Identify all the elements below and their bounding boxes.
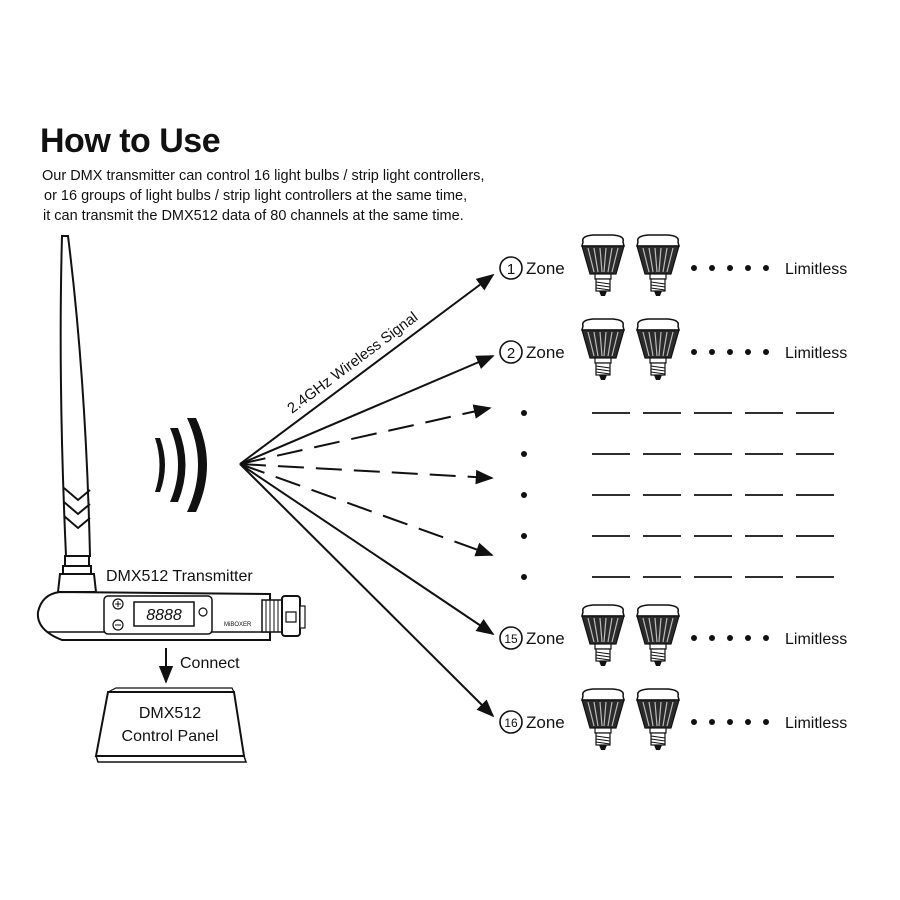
zone-number-badge bbox=[499, 256, 523, 280]
signal-label: 2.4GHz Wireless Signal bbox=[284, 309, 421, 417]
zone-label: Zone bbox=[526, 713, 565, 732]
page-title: How to Use bbox=[40, 122, 221, 160]
zone-row: 15 Zone Limitless bbox=[499, 604, 847, 667]
zone-number: 2 bbox=[507, 345, 515, 362]
zone-row: 2 Zone Limitless bbox=[499, 318, 847, 381]
ellipsis-icon bbox=[691, 265, 769, 271]
ray-zone-16 bbox=[239, 463, 495, 718]
connect-label: Connect bbox=[180, 655, 240, 672]
zone-number: 15 bbox=[504, 632, 518, 646]
description: Our DMX transmitter can control 16 light… bbox=[42, 166, 484, 226]
zone-number: 1 bbox=[507, 261, 515, 278]
placeholder-rows bbox=[521, 410, 842, 580]
segment-display bbox=[133, 601, 195, 627]
zone-label: Zone bbox=[526, 629, 565, 648]
indicator-icon bbox=[198, 607, 208, 617]
light-bulb-icon bbox=[581, 604, 625, 667]
signal-rays bbox=[239, 273, 495, 718]
zone-number: 16 bbox=[504, 716, 518, 730]
zone-label: Zone bbox=[526, 343, 565, 362]
transmitter-brand: MiBOXER bbox=[224, 622, 252, 628]
control-panel bbox=[94, 687, 248, 763]
light-bulb-icon bbox=[636, 688, 680, 751]
zone-number-badge bbox=[499, 710, 523, 734]
description-line: or 16 groups of light bulbs / strip ligh… bbox=[44, 188, 468, 204]
zone-suffix: Limitless bbox=[785, 715, 847, 732]
ellipsis-icon bbox=[691, 635, 769, 641]
description-line: it can transmit the DMX512 data of 80 ch… bbox=[43, 208, 464, 224]
zone-suffix: Limitless bbox=[785, 261, 847, 278]
ray-zone-1 bbox=[239, 273, 495, 465]
zone-number-badge bbox=[499, 626, 523, 650]
wireless-waves-icon bbox=[155, 418, 207, 512]
ray-dashed-2 bbox=[239, 463, 494, 485]
dmx-transmitter: 8888 MiBOXER bbox=[36, 590, 306, 641]
zone-number-badge bbox=[499, 340, 523, 364]
control-panel-line1: DMX512 bbox=[139, 705, 201, 722]
zone-suffix: Limitless bbox=[785, 631, 847, 648]
light-bulb-icon bbox=[636, 234, 680, 297]
light-bulb-icon bbox=[581, 318, 625, 381]
light-bulb-icon bbox=[581, 688, 625, 751]
ellipsis-icon bbox=[691, 349, 769, 355]
light-bulb-icon bbox=[636, 604, 680, 667]
control-panel-line2: Control Panel bbox=[122, 728, 219, 745]
ray-zone-15 bbox=[239, 463, 495, 636]
light-bulb-icon bbox=[581, 234, 625, 297]
transmitter-label: DMX512 Transmitter bbox=[106, 568, 253, 585]
antenna-icon bbox=[56, 235, 98, 593]
zone-suffix: Limitless bbox=[785, 345, 847, 362]
zone-row: 16 Zone Limitless bbox=[499, 688, 847, 751]
display-readout: 8888 bbox=[146, 607, 182, 624]
zone-label: Zone bbox=[526, 259, 565, 278]
light-bulb-icon bbox=[636, 318, 680, 381]
description-line: Our DMX transmitter can control 16 light… bbox=[42, 168, 485, 184]
ellipsis-icon bbox=[691, 719, 769, 725]
ray-dashed-1 bbox=[239, 404, 492, 465]
ray-zone-2 bbox=[239, 355, 495, 465]
zone-row: 1 Zone Limitless bbox=[499, 234, 847, 297]
ray-dashed-3 bbox=[239, 463, 494, 557]
